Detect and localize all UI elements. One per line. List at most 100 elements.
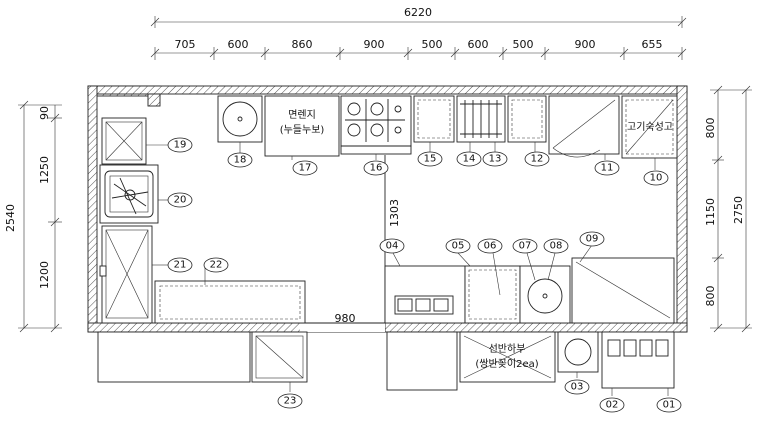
svg-text:07: 07 [519, 241, 532, 252]
stove-18 [217, 95, 263, 143]
tag-09: 09 [579, 231, 605, 247]
tag-05: 05 [445, 238, 471, 254]
tag-10: 10 [643, 170, 669, 186]
counter-15 [413, 95, 455, 143]
inner-horizontal-dimension: 980 [335, 312, 356, 325]
tag-07: 07 [512, 238, 538, 254]
top-dim-8: 900 [575, 38, 596, 51]
tag-02: 02 [599, 397, 625, 413]
tag-21: 21 [167, 257, 193, 273]
counter-12 [507, 95, 547, 143]
meat-aging-fridge-10 [621, 95, 678, 159]
left-dim-1: 90 [38, 106, 51, 120]
top-dim-4: 900 [364, 38, 385, 51]
tag-08: 08 [543, 238, 569, 254]
tag-11: 11 [594, 160, 620, 176]
right-total-dimension: 2750 [732, 196, 745, 224]
worktable-22 [154, 280, 306, 324]
tag-01: 01 [656, 397, 682, 413]
svg-text:10: 10 [650, 173, 663, 184]
left-dim-3: 1200 [38, 261, 51, 289]
top-slash-8 [619, 48, 629, 58]
bottom-right-annex [386, 331, 675, 391]
leader-lines [146, 142, 669, 396]
right-dimension-lines [710, 85, 752, 333]
svg-text:05: 05 [452, 241, 465, 252]
noodle-range-17 [264, 95, 340, 157]
svg-text:23: 23 [284, 396, 297, 407]
right-dim-3: 800 [704, 286, 717, 307]
top-dim-9: 655 [642, 38, 663, 51]
noodle-range-label: 면렌지 [288, 109, 316, 121]
svg-text:15: 15 [424, 154, 437, 165]
svg-text:11: 11 [601, 163, 614, 174]
tag-06: 06 [477, 238, 503, 254]
svg-text:20: 20 [174, 195, 187, 206]
tag-20: 20 [167, 192, 193, 208]
svg-text:02: 02 [606, 400, 619, 411]
svg-text:03: 03 [571, 382, 584, 393]
tag-19: 19 [167, 137, 193, 153]
svg-text:22: 22 [210, 260, 223, 271]
svg-text:09: 09 [586, 234, 599, 245]
svg-text:18: 18 [234, 155, 247, 166]
right-dim-2: 1150 [704, 198, 717, 226]
top-total-dimension: 6220 [404, 6, 432, 19]
tag-17: 17 [292, 160, 318, 176]
svg-text:17: 17 [299, 163, 312, 174]
tag-04: 04 [379, 238, 405, 254]
top-slash-5 [450, 48, 460, 58]
noodle-range-sublabel: (누들누보) [280, 124, 325, 136]
bottom-left-annex [97, 331, 308, 383]
center-island [384, 155, 675, 324]
top-slash-1 [209, 48, 219, 58]
top-dim-7: 500 [513, 38, 534, 51]
tag-23: 23 [277, 393, 303, 409]
left-sink-20 [99, 164, 159, 224]
top-slash-9 [677, 48, 687, 58]
rack-14 [456, 95, 506, 143]
top-slash-7 [540, 48, 550, 58]
left-dimension-lines [18, 100, 62, 333]
top-dim-5: 500 [422, 38, 443, 51]
shelf-label: 선반하부 [489, 342, 526, 355]
tag-22: 22 [203, 257, 229, 273]
svg-text:01: 01 [663, 400, 676, 411]
left-counter-19 [101, 117, 147, 165]
top-slash-6 [498, 48, 508, 58]
shelf-sublabel: (쌍반꽂이2ea) [475, 358, 538, 370]
range-16 [340, 95, 412, 155]
svg-text:14: 14 [463, 154, 476, 165]
svg-text:13: 13 [489, 154, 502, 165]
meat-aging-fridge-label: 고기숙성고 [627, 121, 673, 133]
tag-12: 12 [524, 151, 550, 167]
svg-text:16: 16 [370, 163, 383, 174]
tag-16: 16 [363, 160, 389, 176]
svg-text:08: 08 [550, 241, 563, 252]
equipment-tags: 19 20 21 22 18 17 16 15 14 13 12 11 10 0… [167, 137, 682, 413]
top-slash-0 [150, 48, 160, 58]
svg-text:21: 21 [174, 260, 187, 271]
svg-text:12: 12 [531, 154, 544, 165]
fridge-11 [548, 95, 620, 158]
inner-vertical-dimension: 1303 [388, 199, 401, 227]
left-unit-21 [99, 225, 153, 324]
tag-13: 13 [482, 151, 508, 167]
top-dimension-lines [150, 16, 687, 60]
top-slash-3 [335, 48, 345, 58]
top-dim-1: 705 [175, 38, 196, 51]
top-slash-4 [403, 48, 413, 58]
left-total-dimension: 2540 [4, 204, 17, 232]
tag-15: 15 [417, 151, 443, 167]
top-dim-3: 860 [292, 38, 313, 51]
tag-14: 14 [456, 151, 482, 167]
svg-text:06: 06 [484, 241, 497, 252]
tag-18: 18 [227, 152, 253, 168]
left-dim-2: 1250 [38, 156, 51, 184]
top-slash-2 [260, 48, 270, 58]
right-dim-1: 800 [704, 118, 717, 139]
walls [87, 85, 688, 333]
tag-03: 03 [564, 379, 590, 395]
top-dim-6: 600 [468, 38, 489, 51]
